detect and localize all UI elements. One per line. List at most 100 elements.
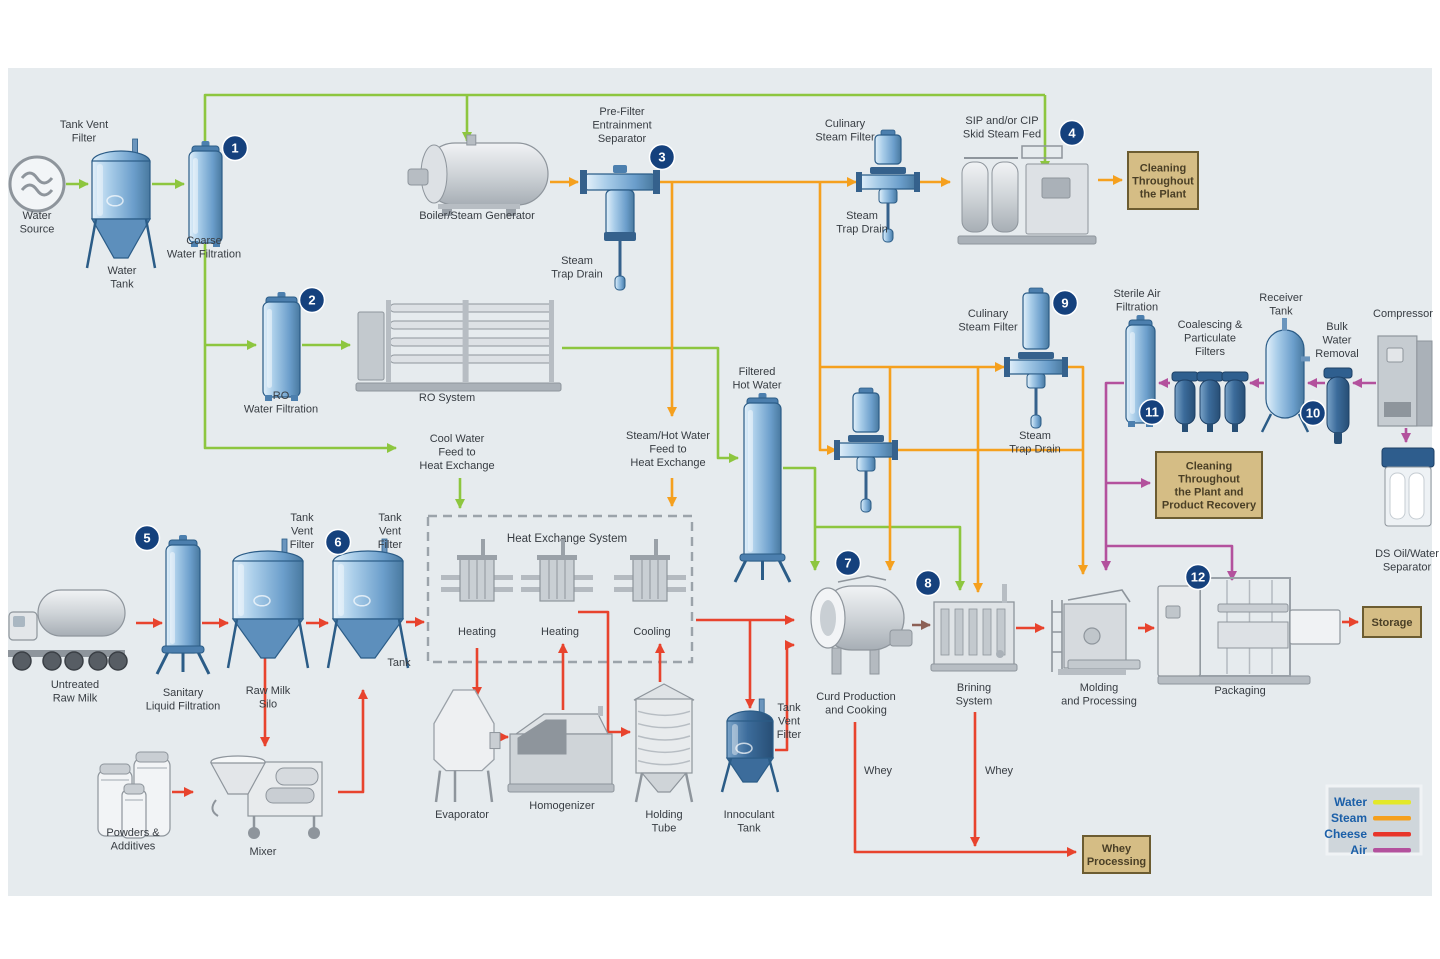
badge-6-number: 6: [334, 535, 341, 550]
ro-filter: [262, 292, 301, 401]
badge-4: 4: [1058, 119, 1086, 147]
heating-2-label: Heating: [541, 626, 579, 638]
heating-1-label: Heating: [458, 626, 496, 638]
legend-swatch-air: [1373, 848, 1411, 853]
curd-drum: [810, 575, 913, 675]
receiver-tank: [1260, 318, 1310, 433]
evaporator: [433, 689, 501, 803]
mixer-label: Mixer: [250, 846, 277, 858]
badge-11: 11: [1138, 398, 1166, 426]
culinary-filter-top: [856, 129, 920, 243]
edge-steam-9-molding: [1066, 365, 1088, 575]
packaging: [1157, 577, 1341, 685]
water-source: [8, 155, 66, 213]
innoculant-tank: [720, 698, 780, 793]
mixer: [209, 755, 323, 839]
badge-9-number: 9: [1061, 296, 1068, 311]
edge-water-top-trunk: [203, 93, 1045, 144]
coarse-filter: [188, 141, 223, 247]
heat-exchange-box: Heat Exchange System: [426, 514, 694, 664]
legend-swatch-cheese: [1373, 832, 1411, 837]
edge-steam-branch-midfilter: [818, 182, 837, 455]
legend-label-steam: Steam: [1331, 811, 1367, 825]
powders-jars: [97, 751, 171, 839]
legend-label-cheese: Cheese: [1324, 827, 1367, 841]
legend-swatch-steam: [1373, 816, 1411, 821]
coalescing-filters: [1171, 371, 1249, 432]
badge-8-number: 8: [924, 576, 931, 591]
edge-water-rosys-hotwater: [562, 346, 739, 463]
bulk-water-filter: [1323, 367, 1353, 444]
raw-milk-silo: [226, 538, 310, 669]
edge-air-branch-packaging: [1106, 544, 1237, 581]
badge-10: 10: [1299, 399, 1327, 427]
tank-6: [326, 538, 410, 669]
edge-air-sterile-molding: [1101, 381, 1124, 571]
legend-swatch-water: [1373, 800, 1411, 805]
badge-4-number: 4: [1068, 126, 1076, 141]
badge-5-number: 5: [143, 531, 150, 546]
edge-cheese-innoc-curd: [775, 640, 795, 752]
edge-water-coarse-cool: [203, 244, 397, 453]
badge-1-number: 1: [231, 141, 238, 156]
hot-water-column: [733, 393, 792, 583]
legend-label-water: Water: [1334, 795, 1367, 809]
boiler-label: Boiler/Steam Generator: [419, 210, 535, 222]
milk-truck: [8, 589, 128, 671]
whey-1-label: Whey: [864, 765, 893, 777]
powders-label: Powders &Additives: [106, 827, 160, 853]
edges: [66, 93, 1411, 857]
hx-3: [614, 539, 686, 602]
storage-box: Storage: [1362, 606, 1422, 638]
badge-12: 12: [1184, 563, 1212, 591]
culinary-filter-mid: [834, 387, 898, 513]
badge-9: 9: [1051, 289, 1079, 317]
ro-system: [355, 300, 562, 392]
homogenizer: [507, 706, 615, 793]
edge-water-hotwater-brining: [815, 525, 965, 591]
compressor-label: Compressor: [1373, 308, 1433, 320]
legend-label-air: Air: [1350, 843, 1367, 857]
badge-12-number: 12: [1191, 570, 1205, 585]
edge-water-hotwater-curd: [783, 466, 820, 571]
culinary-filter-9: [1004, 287, 1068, 429]
badge-2-number: 2: [308, 293, 315, 308]
holding-tube: [633, 683, 695, 803]
badge-3-number: 3: [658, 150, 665, 165]
edge-cheese-mixer-tank: [338, 689, 368, 794]
badge-6: 6: [324, 528, 352, 556]
cooling-label: Cooling: [633, 626, 670, 638]
badge-8: 8: [914, 569, 942, 597]
tank-6-label: Tank: [387, 657, 411, 669]
